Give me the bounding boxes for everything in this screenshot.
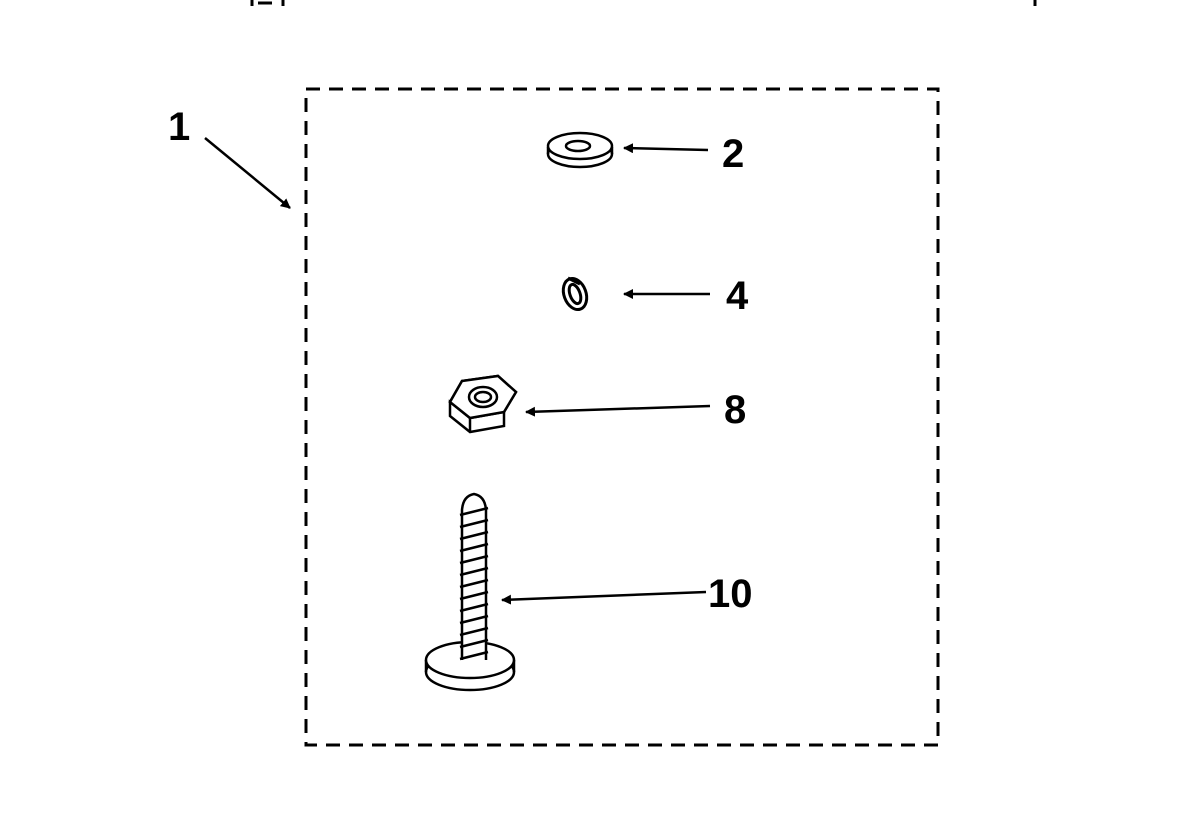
hex-nut-icon xyxy=(448,374,518,434)
top-edge-fragments xyxy=(250,0,1037,6)
lock-washer-icon xyxy=(561,276,589,311)
flat-washer-icon xyxy=(546,131,614,169)
callout-label-screw: 10 xyxy=(708,572,753,616)
leader-arrow-screw xyxy=(501,590,707,605)
callout-label-washer: 2 xyxy=(722,132,744,176)
callout-label-hex-nut: 8 xyxy=(724,388,746,432)
kit-boundary xyxy=(304,87,940,747)
callout-label-lock-washer: 4 xyxy=(726,274,749,318)
leader-arrow-kit xyxy=(204,137,291,209)
screw-icon xyxy=(424,492,516,692)
leader-arrow-washer xyxy=(623,143,709,154)
leader-arrow-hex-nut xyxy=(525,404,711,417)
callout-label-kit: 1 xyxy=(168,105,190,149)
